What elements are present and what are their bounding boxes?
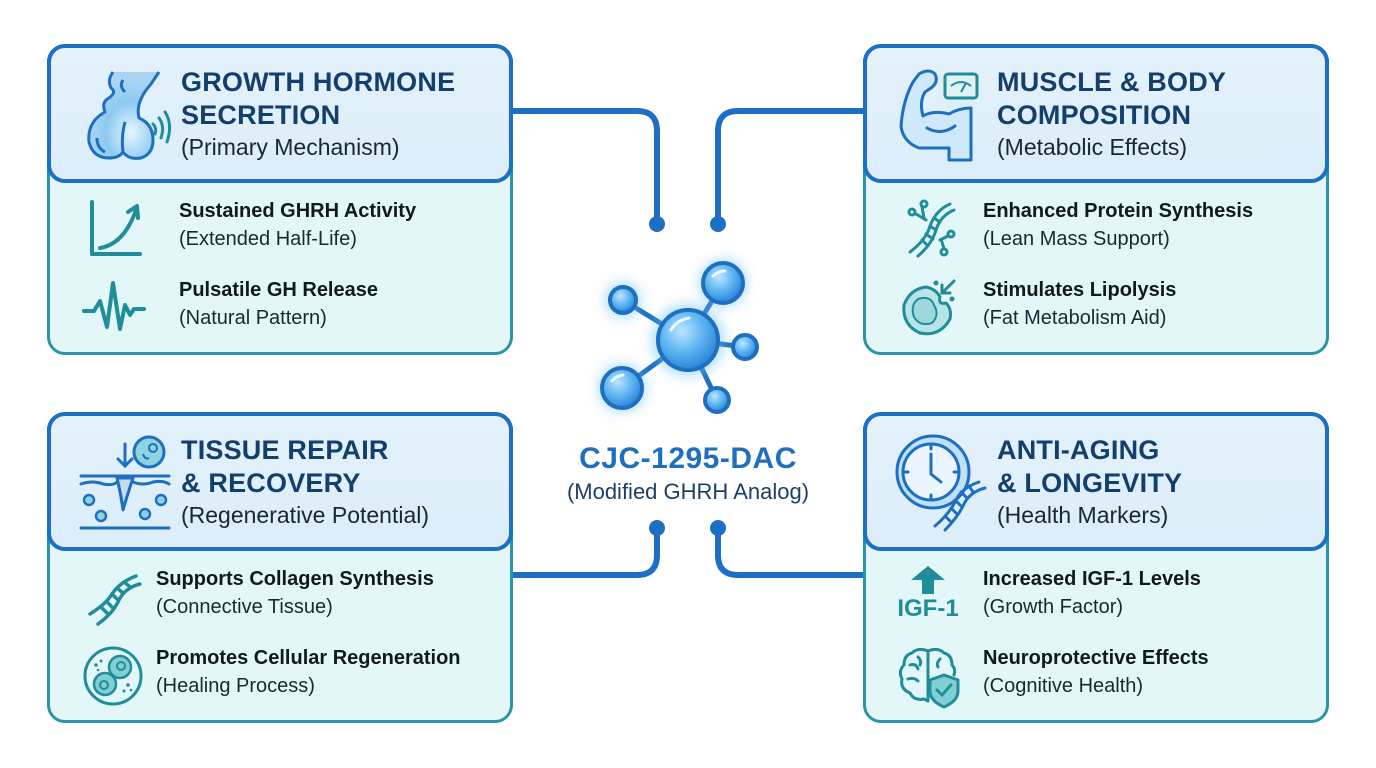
connector-dot [710,216,726,232]
card-header: TISSUE REPAIR & RECOVERY (Regenerative P… [47,412,513,551]
list-item: Stimulates Lipolysis (Fat Metabolism Aid… [866,273,1326,343]
card-subtitle: (Metabolic Effects) [997,134,1188,160]
connector-bottom-right [715,525,866,578]
list-item: Supports Collagen Synthesis (Connective … [50,562,510,632]
item-title: Pulsatile GH Release [179,279,378,301]
item-title: Promotes Cellular Regeneration [156,647,461,669]
item-subtitle: (Lean Mass Support) [983,228,1170,250]
fat-cell-icon [902,279,956,336]
atom [703,386,731,414]
item-subtitle: (Natural Pattern) [179,307,327,329]
up-arrow-icon [911,566,945,594]
list-item: Pulsatile GH Release (Natural Pattern) [50,273,510,343]
rising-curve-chart-icon [90,200,142,256]
connector-top-right [715,108,866,225]
card-header: GROWTH HORMONE SECRETION (Primary Mechan… [47,44,513,183]
pituitary-gland-icon [87,71,172,160]
list-item: Neuroprotective Effects (Cognitive Healt… [866,641,1326,711]
connector-bottom-left [510,525,660,578]
connector-dot [710,520,726,536]
card-muscle-body: MUSCLE & BODY COMPOSITION (Metabolic Eff… [863,44,1329,355]
atom [608,285,638,315]
card-title: MUSCLE & BODY COMPOSITION [997,67,1227,130]
igf-badge: IGF-1 [888,564,968,634]
molecule-icon [598,259,759,414]
item-subtitle: (Healing Process) [156,675,315,697]
card-subtitle: (Health Markers) [997,502,1169,528]
clock-dna-icon [895,434,987,532]
pulse-wave-icon [82,281,146,331]
item-subtitle: (Cognitive Health) [983,675,1144,697]
connector-top-left [510,108,660,225]
item-title: Increased IGF-1 Levels [983,568,1201,590]
atom [600,366,644,410]
item-subtitle: (Connective Tissue) [156,596,333,618]
item-title: Supports Collagen Synthesis [156,568,434,590]
list-item: IGF-1 Increased IGF-1 Levels (Growth Fac… [866,562,1326,632]
center-title: CJC-1295-DAC [579,442,797,475]
list-item: Promotes Cellular Regeneration (Healing … [50,641,510,711]
card-anti-aging: ANTI-AGING & LONGEVITY (Health Markers) … [863,412,1329,723]
card-subtitle: (Primary Mechanism) [181,134,400,160]
item-subtitle: (Growth Factor) [983,596,1124,618]
dna-helix-icon [88,574,142,626]
connector-dot [649,216,665,232]
item-title: Stimulates Lipolysis [983,279,1177,301]
atom [701,261,745,305]
card-tissue-repair: TISSUE REPAIR & RECOVERY (Regenerative P… [47,412,513,723]
card-title: ANTI-AGING & LONGEVITY [997,435,1183,498]
card-header: ANTI-AGING & LONGEVITY (Health Markers) [863,412,1329,551]
connector-dot [649,520,665,536]
card-subtitle: (Regenerative Potential) [181,502,430,528]
skin-wound-healing-icon [79,435,171,530]
card-growth-hormone: GROWTH HORMONE SECRETION (Primary Mechan… [47,44,513,355]
dna-molecule-icon [907,199,956,258]
card-header: MUSCLE & BODY COMPOSITION (Metabolic Eff… [863,44,1329,183]
atom [731,333,759,361]
card-title: TISSUE REPAIR & RECOVERY [181,435,389,498]
igf-label: IGF-1 [897,595,959,622]
center-subtitle: (Modified GHRH Analog) [566,479,810,504]
list-item: Sustained GHRH Activity (Extended Half-L… [50,194,510,264]
brain-shield-icon [898,647,960,709]
list-item: Enhanced Protein Synthesis (Lean Mass Su… [866,194,1326,264]
card-title: GROWTH HORMONE SECRETION [181,67,456,130]
flexed-arm-scale-icon [899,69,979,162]
item-title: Sustained GHRH Activity [179,200,417,222]
dividing-cell-icon [83,646,143,706]
item-title: Neuroprotective Effects [983,647,1209,669]
item-subtitle: (Extended Half-Life) [179,228,357,250]
item-subtitle: (Fat Metabolism Aid) [983,307,1167,329]
item-title: Enhanced Protein Synthesis [983,200,1254,222]
